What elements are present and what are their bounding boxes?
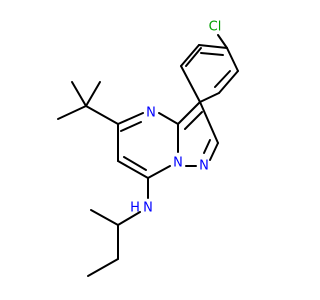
bond-ph-1 xyxy=(180,44,200,67)
bond-c3-c2 xyxy=(199,101,219,144)
bond-c3a-c3 xyxy=(177,101,201,125)
bond-c7-c6-double xyxy=(123,156,147,171)
bond-ph-5 xyxy=(199,92,220,103)
bond-cq-me3 xyxy=(57,105,87,120)
bond-ph-2-double xyxy=(200,52,224,56)
atom-n4: N xyxy=(146,106,156,121)
n1-label: N xyxy=(199,159,209,174)
nh-label: N xyxy=(143,201,153,216)
bond-ph-cl xyxy=(217,34,228,49)
bond-n7a-c7 xyxy=(147,165,171,179)
bond-ph-4 xyxy=(218,70,239,94)
bond-c2-n1 xyxy=(209,142,219,161)
n4-label: N xyxy=(146,106,156,121)
cl-label: Cl xyxy=(209,20,222,35)
bond-ph-3 xyxy=(226,47,239,72)
bond-n4-c3a xyxy=(158,112,179,125)
bond-ph-6-double xyxy=(185,47,202,67)
atom-n7a: N xyxy=(173,156,183,171)
atom-nh: N H xyxy=(130,201,153,216)
bond-ch2-ch3 xyxy=(87,258,119,277)
bond-c5-cq xyxy=(85,105,119,125)
bond-nh-ch xyxy=(117,211,141,226)
n7a-label: N xyxy=(173,156,183,171)
bond-c7-c6 xyxy=(117,160,149,179)
bond-cq-me1 xyxy=(71,81,87,107)
bond-cq-me2 xyxy=(85,81,101,107)
nh-h-label: H xyxy=(130,201,140,216)
molecule-structure: N N N N H Cl xyxy=(57,20,239,277)
bond-ph-2 xyxy=(198,44,228,49)
bond-c3-ph xyxy=(180,65,201,103)
atom-labels: N N N N H Cl xyxy=(130,20,221,216)
bond-c3a-c3-double xyxy=(184,111,203,130)
bond-c5-n4 xyxy=(117,112,144,125)
atom-n1: N xyxy=(199,159,209,174)
bond-ch-me xyxy=(90,209,119,226)
bonds xyxy=(57,34,239,277)
atom-cl: Cl xyxy=(209,20,222,35)
bond-c2-n1-double xyxy=(203,139,211,154)
bond-ph-4-double xyxy=(214,70,231,88)
bond-c5-n4-double xyxy=(120,121,142,132)
